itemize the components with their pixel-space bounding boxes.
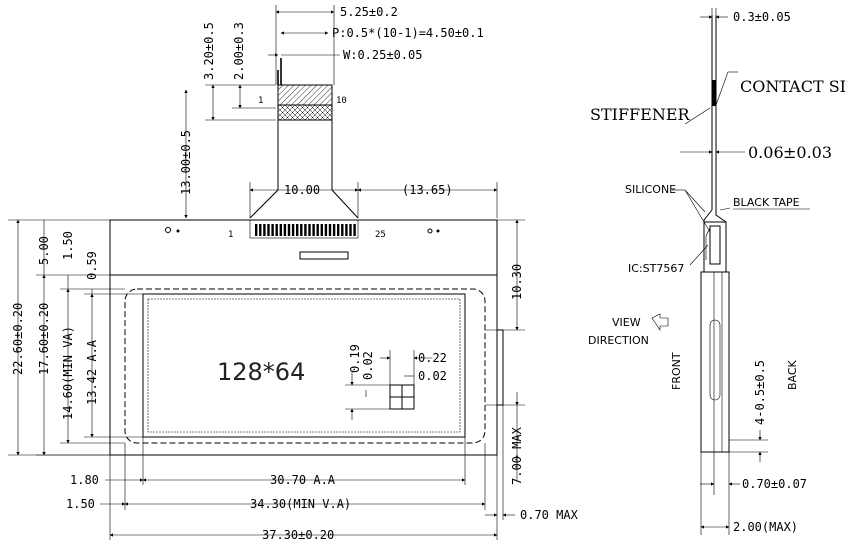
- connector-pad: [300, 224, 303, 236]
- connector-pad: [279, 224, 282, 236]
- fpc-dimensions: 5.25±0.2 P:0.5*(10-1)=4.50±0.1 W:0.25±0.…: [179, 5, 498, 219]
- dim-3730-label: 37.30±0.20: [262, 528, 334, 542]
- connector-pad: [324, 224, 328, 236]
- connector-pad: [353, 224, 356, 236]
- connector-pad: [337, 224, 340, 236]
- silicone-label: SILICONE: [625, 183, 676, 196]
- fpc-neck-label: 10.00: [284, 183, 320, 197]
- dim-1342-label: 13.42 A.A: [85, 339, 99, 405]
- connector-pad: [283, 224, 287, 236]
- connector-pad: [341, 224, 344, 236]
- connector-pad: [345, 224, 348, 236]
- connector-pad: [291, 224, 295, 236]
- connector-pad: [287, 224, 291, 236]
- connector-pad: [263, 224, 266, 236]
- dim-1300-label: 13.00±0.5: [179, 130, 193, 195]
- dim-3070-label: 30.70 A.A: [270, 473, 336, 487]
- dot-002a-label: 0.02: [361, 351, 375, 380]
- black-tape-label: BLACK TAPE: [733, 196, 800, 209]
- connector-pad: [316, 224, 319, 236]
- fpc-width-label: 5.25±0.2: [340, 5, 398, 19]
- side-dimensions: 0.3±0.05 CONTACT SIDE STIFFENER 0.06 ±0.…: [588, 8, 847, 535]
- fpc-offset-label: (13.65): [402, 183, 453, 197]
- connector-pad: [255, 224, 258, 236]
- stiffener-label: STIFFENER: [590, 105, 691, 124]
- dim-320-label: 3.20±0.5: [202, 22, 216, 80]
- view-arrow-icon: [651, 313, 669, 331]
- ic-label: IC:ST7567: [628, 262, 684, 275]
- connector-pad: [259, 224, 262, 236]
- pin-first-label: 1: [258, 96, 263, 106]
- lcd-module-outline: [109, 219, 504, 456]
- connector-pad: [332, 224, 336, 236]
- dot-detail: 0.19 0.02 0.22 0.02: [345, 344, 447, 420]
- connector-pad: [312, 224, 315, 236]
- dim-1030-label: 10.30: [510, 264, 524, 300]
- dim-200-label: 2.00±0.3: [232, 22, 246, 80]
- conn-pin-first-label: 1: [228, 230, 233, 240]
- conn-pin-last-label: 25: [375, 230, 386, 240]
- resolution-label: 128*64: [217, 358, 305, 386]
- front-view: 1 10 5.25±0.2 P:0.5*(10-1)=4.50±0.1 W:0.…: [8, 5, 579, 542]
- fpc-tail: 1 10: [249, 58, 359, 219]
- connector-pad: [304, 224, 307, 236]
- dim-006-main-label: 0.06: [748, 143, 784, 162]
- bottom-dimensions: 1.80 30.70 A.A 1.50 34.30(MIN V.A) 0.70 …: [66, 405, 579, 542]
- dot-022-label: 0.22: [418, 351, 447, 365]
- direction-label: DIRECTION: [588, 334, 649, 347]
- dim-1460-label: 14.60(MIN VA): [61, 326, 75, 420]
- pin-last-label: 10: [336, 96, 347, 106]
- left-dimensions: 22.60±0.20 17.60±0.20 14.60(MIN VA) 13.4…: [8, 219, 143, 456]
- connector-pad: [349, 224, 352, 236]
- dim-3430-label: 34.30(MIN V.A): [250, 497, 351, 511]
- back-label: BACK: [786, 359, 799, 390]
- connector-pad: [308, 224, 311, 236]
- dim-4-label: 4-0.5±0.5: [753, 360, 767, 425]
- dim-059-label: 0.59: [85, 251, 99, 280]
- dim-03-label: 0.3±0.05: [733, 10, 791, 24]
- dim-070-label: 0.70±0.07: [742, 477, 807, 491]
- dim-1760-label: 17.60±0.20: [37, 303, 51, 375]
- contact-side-label: CONTACT SIDE: [740, 77, 847, 96]
- dim-200max-label: 2.00(MAX): [733, 520, 798, 534]
- dim-150h-label: 1.50: [66, 497, 95, 511]
- side-view: 0.3±0.05 CONTACT SIDE STIFFENER 0.06 ±0.…: [588, 8, 847, 535]
- connector-pad: [328, 224, 332, 236]
- dim-150v-label: 1.50: [61, 231, 75, 260]
- front-label: FRONT: [670, 352, 683, 390]
- connector-pads: 1 25: [228, 219, 386, 240]
- pin-width-label: W:0.25±0.05: [343, 48, 422, 62]
- dot-002b-label: 0.02: [418, 369, 447, 383]
- connector-pad: [271, 224, 274, 236]
- side-structure: [700, 15, 730, 453]
- dim-006-tol-label: ±0.03: [783, 143, 832, 162]
- dim-180-label: 1.80: [70, 473, 99, 487]
- right-dimensions: 10.30 7.00 MAX: [485, 219, 525, 485]
- fpc-pitch-label: P:0.5*(10-1)=4.50±0.1: [332, 26, 484, 40]
- dim-700-label: 7.00 MAX: [510, 426, 524, 485]
- connector-pad: [267, 224, 270, 236]
- view-label: VIEW: [612, 316, 641, 329]
- connector-pad: [296, 224, 299, 236]
- connector-pad: [275, 224, 278, 236]
- connector-pad: [320, 224, 323, 236]
- dim-500-label: 5.00: [37, 236, 51, 265]
- dot-019-label: 0.19: [348, 344, 362, 373]
- dim-070max-label: 0.70 MAX: [520, 508, 579, 522]
- dim-2260-label: 22.60±0.20: [11, 303, 25, 375]
